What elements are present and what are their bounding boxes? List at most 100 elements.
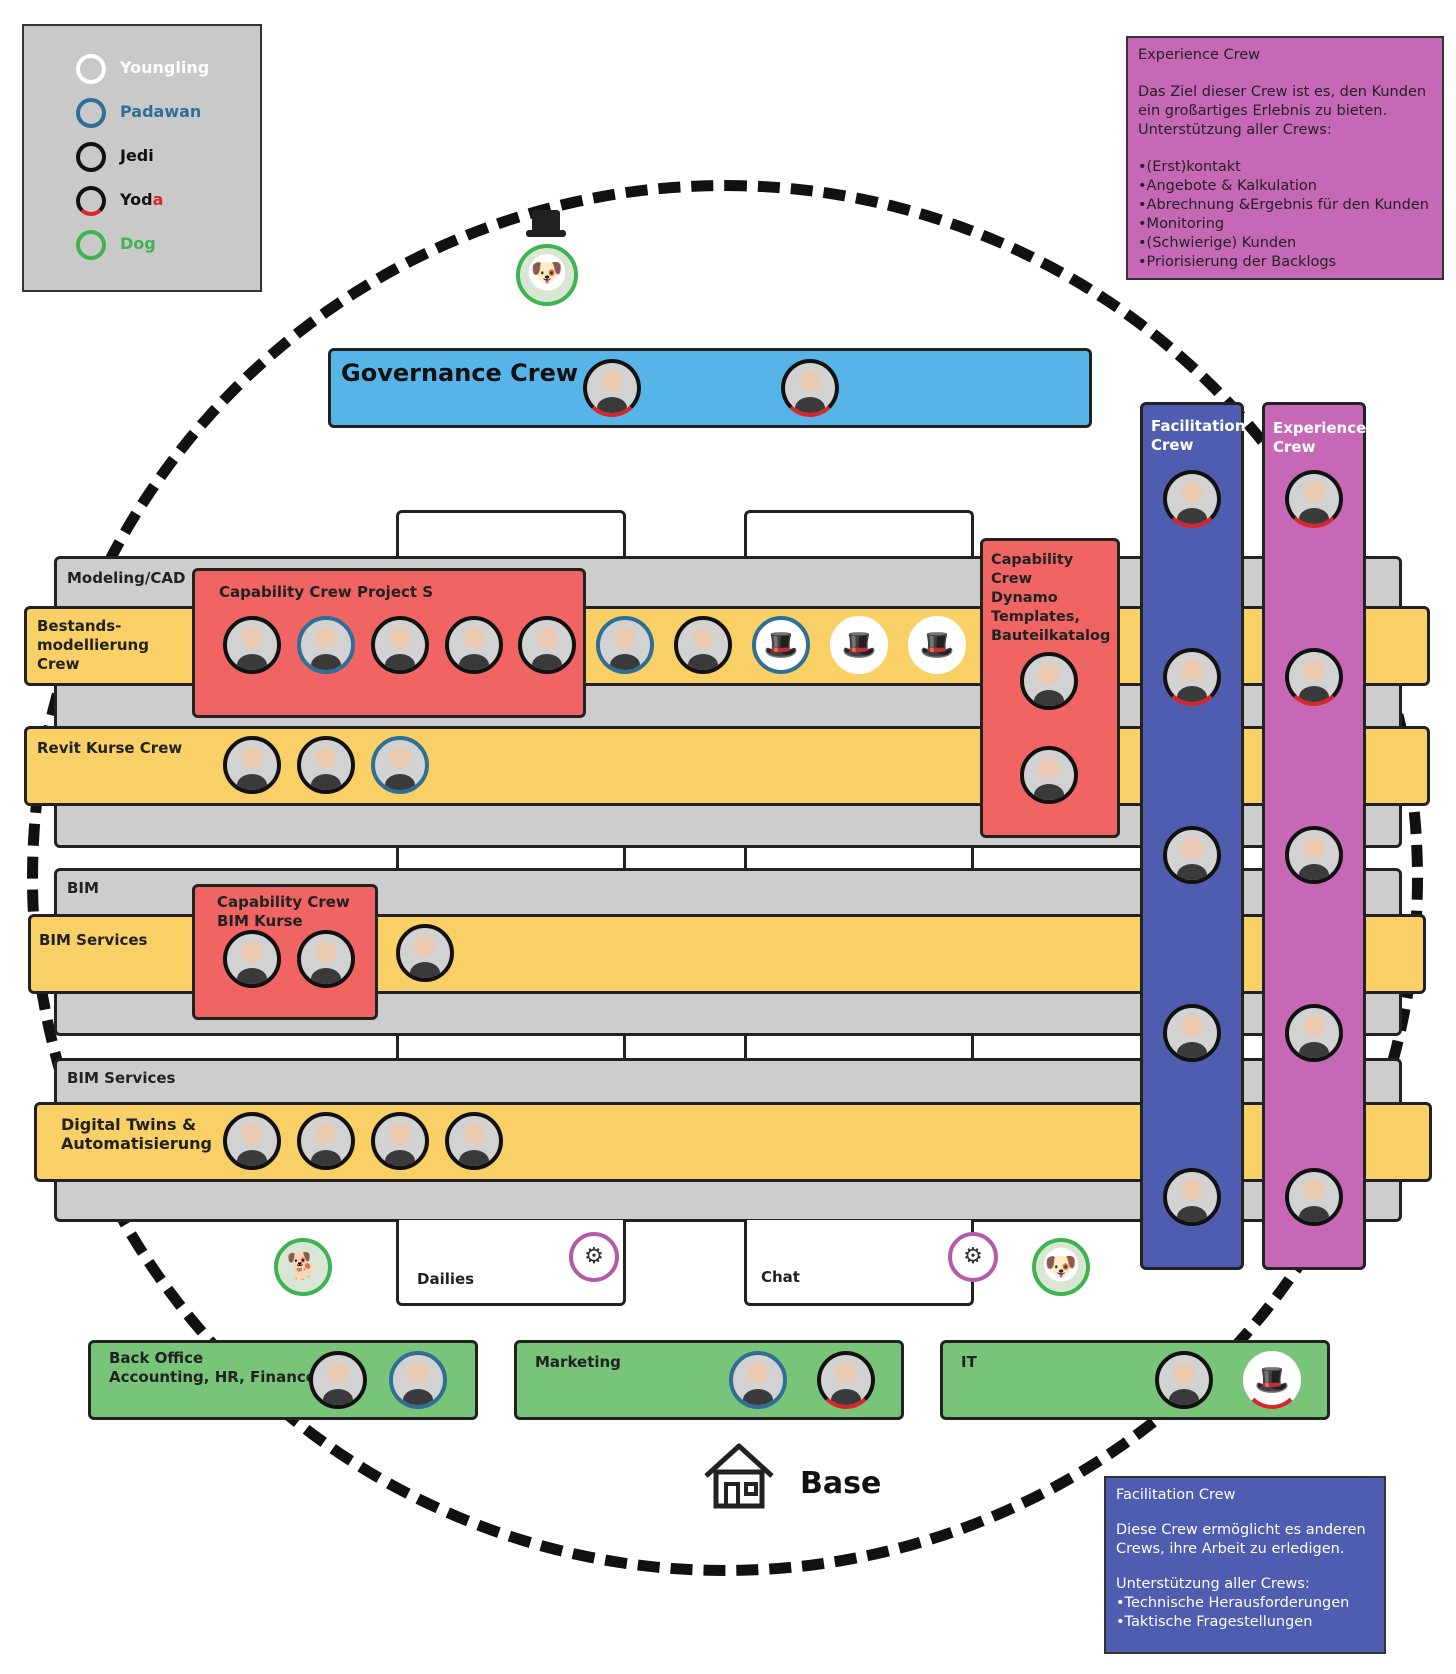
legend-jedi: Jedi (120, 146, 154, 165)
padawan-ring-icon (76, 98, 106, 128)
experience-crew-info: Experience Crew Das Ziel dieser Crew ist… (1126, 36, 1444, 280)
member-avatar (297, 1112, 355, 1170)
squad-label: BIM Services (39, 931, 148, 949)
member-avatar (596, 616, 654, 674)
member-avatar (309, 1351, 367, 1409)
member-avatar (371, 736, 429, 794)
base-title: Base (800, 1466, 882, 1501)
base-circle-boundary (27, 180, 1423, 1576)
base-label: IT (961, 1353, 977, 1371)
dog-avatar: 🐕 (274, 1238, 332, 1296)
member-avatar (1285, 1004, 1343, 1062)
chat-label: Chat (761, 1268, 800, 1286)
capability-label: Capability Crew BIM Kurse (217, 893, 350, 930)
member-avatar (1020, 652, 1078, 710)
facilitation-info-body: Diese Crew ermöglicht es anderen Crews, … (1116, 1522, 1366, 1557)
experience-info-item: •Angebote & Kalkulation (1138, 178, 1317, 194)
member-avatar (445, 1112, 503, 1170)
base-marketing: Marketing (514, 1340, 904, 1420)
legend-dog: Dog (120, 234, 156, 253)
experience-info-item: •(Erst)kontakt (1138, 159, 1241, 175)
dailies-connector-top (396, 510, 626, 560)
facilitation-info-item: •Technische Herausforderungen (1116, 1595, 1350, 1611)
dailies-label: Dailies (417, 1270, 475, 1288)
experience-info-item: •Monitoring (1138, 216, 1225, 232)
facilitation-info-item: •Taktische Fragestellungen (1116, 1614, 1313, 1630)
capability-label: Capability Crew Project S (219, 583, 434, 601)
member-avatar (371, 616, 429, 674)
member-avatar (396, 924, 454, 982)
member-avatar (223, 616, 281, 674)
member-avatar (1163, 826, 1221, 884)
tribe-label: BIM (67, 879, 99, 897)
column-label: Experience Crew (1273, 419, 1367, 456)
member-avatar (1020, 746, 1078, 804)
base-label: Marketing (535, 1353, 621, 1371)
member-avatar (1285, 1168, 1343, 1226)
yoda-ring-icon (76, 186, 106, 216)
dailies-connector-mid2 (396, 1034, 626, 1060)
column-label: Facilitation Crew (1151, 417, 1246, 454)
bot-avatar-icon: 🎩 (908, 616, 966, 674)
chat-connector-mid (744, 845, 974, 869)
chat-ritual: Chat (744, 1220, 974, 1306)
governance-member-avatar (583, 359, 641, 417)
legend-yoda: Yoda (120, 190, 163, 209)
dog-avatar: 🐶 (1032, 1238, 1090, 1296)
house-icon (702, 1440, 776, 1510)
member-avatar (223, 736, 281, 794)
chat-connector-mid2 (744, 1034, 974, 1060)
member-avatar (817, 1351, 875, 1409)
facilitation-info-support: Unterstützung aller Crews: (1116, 1576, 1310, 1592)
chat-connector-top (744, 510, 974, 560)
legend-padawan: Padawan (120, 102, 202, 121)
bot-avatar-icon: 🎩 (1243, 1351, 1301, 1409)
dog-avatar: 🐶 (516, 244, 578, 306)
member-avatar (223, 1112, 281, 1170)
experience-info-item: •Priorisierung der Backlogs (1138, 254, 1337, 270)
member-avatar (1163, 1168, 1221, 1226)
member-avatar (1285, 648, 1343, 706)
facilitation-crew-info: Facilitation Crew Diese Crew ermöglicht … (1104, 1476, 1386, 1654)
member-avatar (297, 930, 355, 988)
base-label: Back Office Accounting, HR, Finance (109, 1349, 316, 1386)
member-avatar (1155, 1351, 1213, 1409)
bot-avatar-icon: 🎩 (830, 616, 888, 674)
dailies-tool-icon: ⚙ (569, 1232, 619, 1282)
member-avatar (1163, 648, 1221, 706)
member-avatar (1285, 470, 1343, 528)
squad-label: Bestands- modellierung Crew (37, 617, 149, 673)
member-avatar (389, 1351, 447, 1409)
base-back-office: Back Office Accounting, HR, Finance (88, 1340, 478, 1420)
capability-label: Capability Crew Dynamo Templates, Bautei… (991, 552, 1111, 644)
governance-member-avatar (781, 359, 839, 417)
member-avatar (674, 616, 732, 674)
squad-label: Revit Kurse Crew (37, 739, 183, 757)
legend-yoda-accent: a (152, 190, 164, 209)
chat-tool-icon: ⚙ (948, 1232, 998, 1282)
base-it: IT 🎩 (940, 1340, 1330, 1420)
experience-info-list: •(Erst)kontakt •Angebote & Kalkulation •… (1138, 158, 1432, 272)
member-avatar (445, 616, 503, 674)
tribe-label: BIM Services (67, 1069, 176, 1087)
member-avatar (297, 616, 355, 674)
top-hat-icon (526, 210, 566, 240)
legend-box: Youngling Padawan Jedi Yoda Dog (22, 24, 262, 292)
member-avatar (1163, 1004, 1221, 1062)
experience-info-item: •Abrechnung &Ergebnis für den Kunden (1138, 197, 1429, 213)
facilitation-info-title: Facilitation Crew (1116, 1487, 1236, 1503)
dog-ring-icon (76, 230, 106, 260)
legend-yoda-main: Yod (120, 190, 153, 209)
member-avatar (297, 736, 355, 794)
jedi-ring-icon (76, 142, 106, 172)
experience-info-body: Das Ziel dieser Crew ist es, den Kunden … (1138, 84, 1427, 138)
member-avatar (518, 616, 576, 674)
member-avatar (729, 1351, 787, 1409)
squad-label: Digital Twins & Automatisierung (61, 1115, 212, 1153)
bot-avatar-icon: 🎩 (752, 616, 810, 674)
experience-info-title: Experience Crew (1138, 47, 1261, 63)
member-avatar (371, 1112, 429, 1170)
member-avatar (223, 930, 281, 988)
member-avatar (1285, 826, 1343, 884)
youngling-ring-icon (76, 54, 106, 84)
